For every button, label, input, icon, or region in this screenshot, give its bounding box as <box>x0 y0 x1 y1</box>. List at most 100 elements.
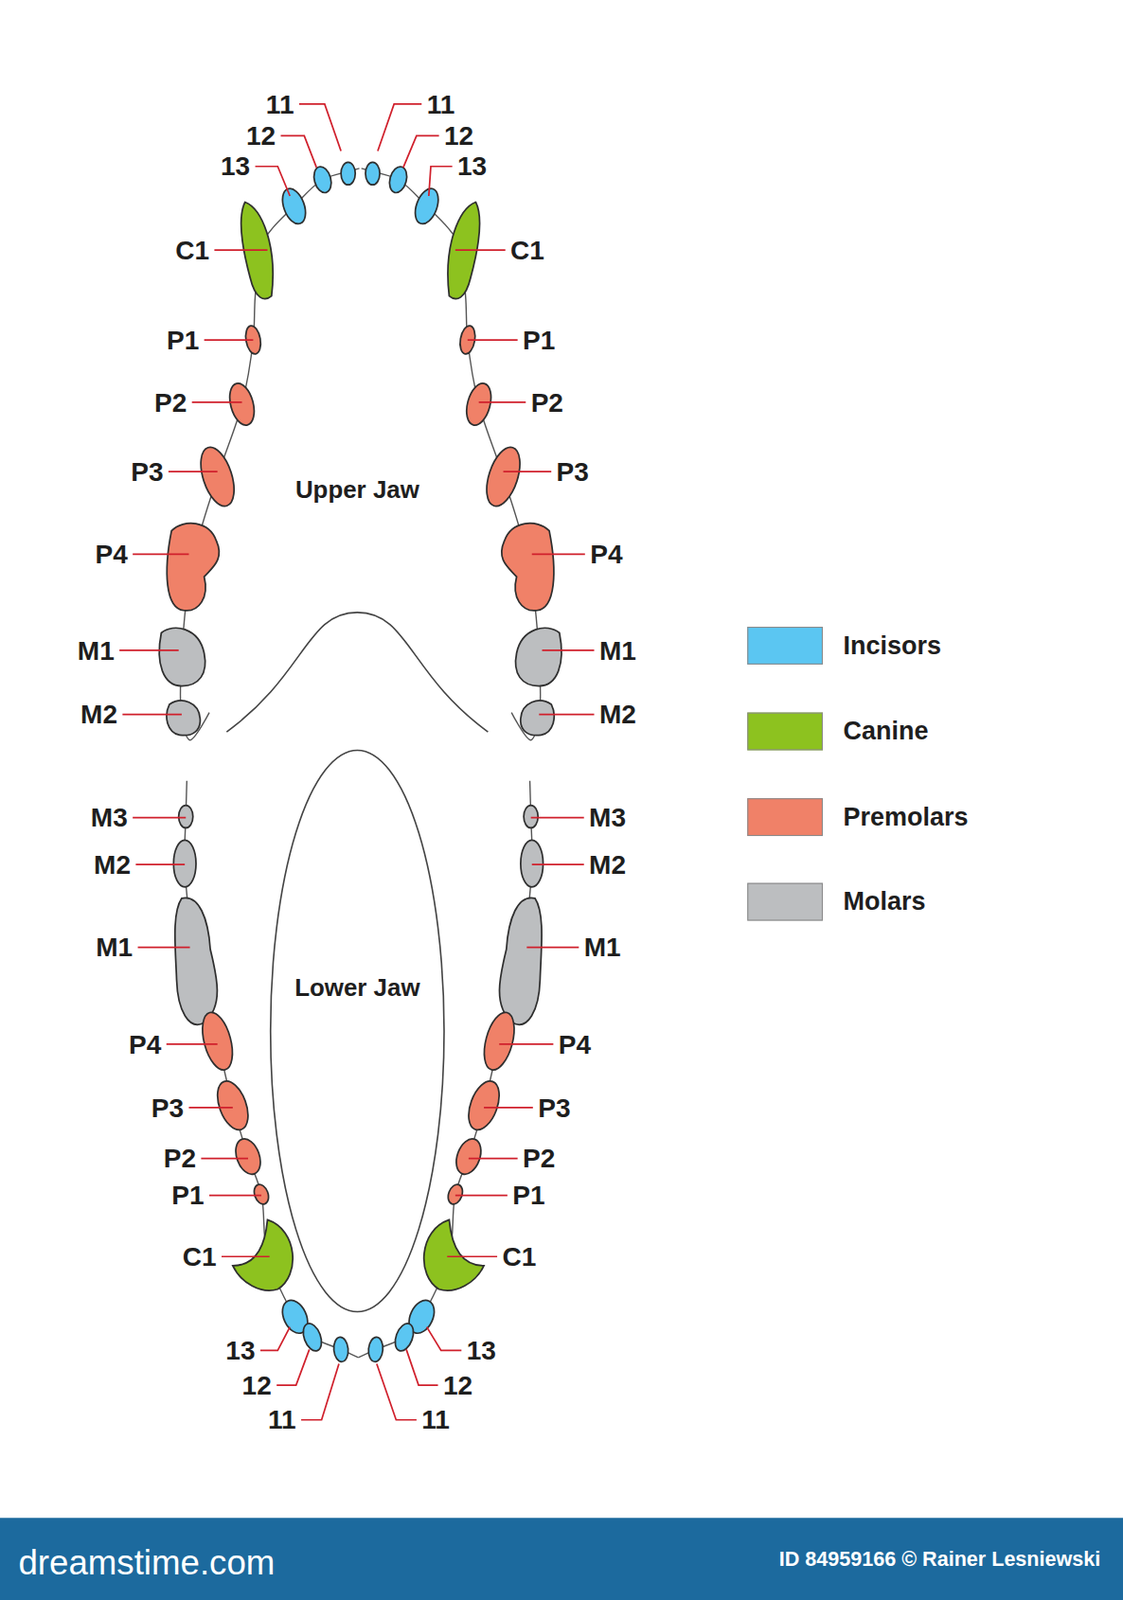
leader-line <box>200 1158 249 1160</box>
leader-line <box>542 649 595 652</box>
tooth-label: M2 <box>588 851 626 878</box>
leader-line <box>260 1327 290 1352</box>
leader-line <box>538 713 594 716</box>
jaw-side <box>361 161 562 740</box>
watermark: dreamstime.com <box>17 1544 275 1580</box>
leader-line <box>168 470 218 473</box>
tooth <box>516 627 562 686</box>
leader-line <box>276 1349 310 1386</box>
legend-text: Canine <box>843 717 929 744</box>
tooth <box>225 380 259 428</box>
leader-line <box>255 166 291 197</box>
tooth-label: C1 <box>501 1243 536 1270</box>
leader-line <box>403 135 440 167</box>
leader-line <box>192 401 243 404</box>
tooth <box>232 1219 293 1291</box>
tooth <box>166 700 200 736</box>
leader-line <box>446 1255 498 1258</box>
tooth-label: M1 <box>95 934 133 962</box>
tooth-label: C1 <box>182 1243 217 1270</box>
leader-line <box>132 553 189 556</box>
tooth <box>424 1219 484 1291</box>
legend-swatch <box>747 626 823 665</box>
tooth <box>194 443 241 511</box>
tooth <box>211 1077 254 1135</box>
leader-line <box>204 338 254 341</box>
jaw-label: Lower Jaw <box>294 976 420 1001</box>
gum-line <box>357 781 533 1358</box>
leader-line <box>503 470 553 473</box>
leader-line <box>467 338 518 341</box>
leader-line <box>526 946 579 949</box>
leader-line <box>280 135 317 167</box>
legend-text: Molars <box>843 889 927 915</box>
tooth-label: M3 <box>588 804 626 832</box>
tooth-label: P4 <box>94 540 127 568</box>
leader-line <box>428 166 453 197</box>
tooth-label: C1 <box>510 236 545 264</box>
leader-line <box>122 713 182 716</box>
tooth <box>365 161 380 185</box>
tooth-label: P1 <box>166 326 199 354</box>
tooth-label: P2 <box>522 1145 555 1173</box>
tooth-label: 11 <box>427 90 456 118</box>
tooth-label: P1 <box>512 1182 545 1210</box>
tooth <box>251 1182 272 1207</box>
tooth-label: 13 <box>466 1336 497 1364</box>
tooth <box>340 161 356 185</box>
legend-swatch <box>747 883 823 922</box>
tooth-label: P1 <box>171 1182 204 1210</box>
tooth <box>166 523 219 611</box>
palate-outline <box>226 612 488 732</box>
leader-line <box>406 1349 438 1386</box>
leader-line <box>119 649 179 652</box>
leader-line <box>138 946 191 949</box>
legend-swatch <box>747 713 823 751</box>
tooth-label: M1 <box>584 934 622 962</box>
tooth-label: M3 <box>90 804 128 832</box>
tooth-label: C1 <box>175 236 210 264</box>
tooth <box>520 839 544 888</box>
tooth <box>410 185 444 228</box>
leader-line <box>209 1194 262 1197</box>
tooth-label: P3 <box>556 458 589 485</box>
tooth-label: 12 <box>242 1372 272 1399</box>
leader-line <box>479 401 527 404</box>
leader-line <box>135 863 185 866</box>
leader-line <box>499 1043 553 1046</box>
leader-line <box>455 1194 508 1197</box>
tooth-label: P4 <box>128 1031 161 1058</box>
leader-line <box>532 553 586 556</box>
tooth <box>387 164 410 196</box>
tooth-label: P1 <box>522 326 555 354</box>
tooth-label: 11 <box>266 90 295 118</box>
leader-line <box>301 1363 339 1420</box>
tooth <box>463 1077 506 1135</box>
tooth-label: 12 <box>443 1372 473 1399</box>
tooth <box>178 805 194 829</box>
tooth-label: P3 <box>151 1094 184 1122</box>
tooth <box>392 1320 418 1354</box>
tooth-label: P2 <box>154 389 187 416</box>
tooth <box>159 627 205 686</box>
tooth-label: 13 <box>220 153 250 180</box>
leader-line <box>531 817 585 820</box>
tooth <box>173 839 197 888</box>
tooth <box>231 1135 266 1178</box>
legend-text: Premolars <box>843 803 969 830</box>
tooth-label: M1 <box>599 637 637 664</box>
tooth <box>278 185 311 228</box>
leader-line <box>468 1158 518 1160</box>
leader-line <box>213 249 268 251</box>
gum-line <box>184 781 359 1358</box>
leader-line <box>483 1106 534 1109</box>
tooth-label: 12 <box>246 122 276 149</box>
tooth <box>479 1009 520 1074</box>
footer-bar <box>0 1517 1123 1600</box>
leader-line <box>299 104 341 152</box>
tooth-label: P3 <box>537 1094 571 1122</box>
tooth <box>480 443 527 511</box>
jaw-side <box>357 781 543 1363</box>
tooth <box>367 1336 384 1363</box>
